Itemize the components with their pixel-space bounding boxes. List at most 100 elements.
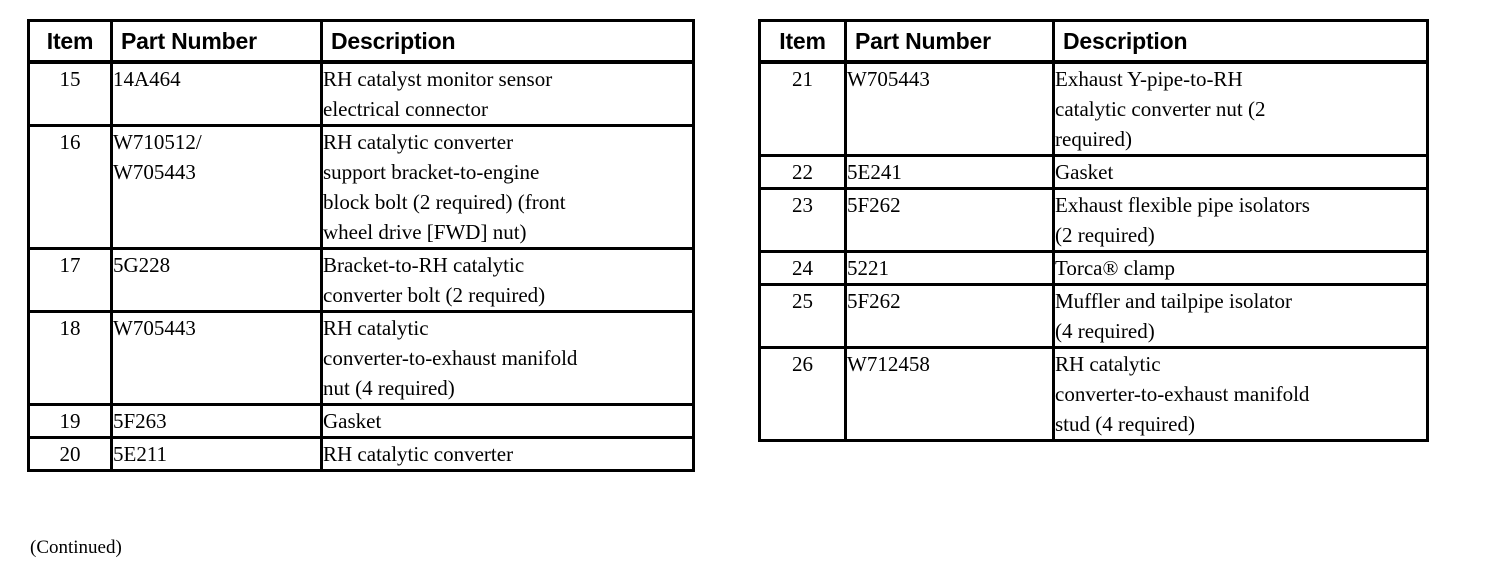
cell-part-number: 5G228 xyxy=(110,247,323,313)
description-line: Gasket xyxy=(1055,160,1114,184)
header-row: Item Part Number Description xyxy=(27,19,695,64)
part-number-line: W705443 xyxy=(113,316,196,340)
cell-item: 25 xyxy=(758,283,847,349)
cell-description: Torca® clamp xyxy=(1052,250,1429,286)
cell-part-number: 5F262 xyxy=(844,187,1055,253)
cell-item: 15 xyxy=(27,60,113,127)
cell-item: 17 xyxy=(27,247,113,313)
cell-part-number: 5E241 xyxy=(844,154,1055,190)
part-number-line: W705443 xyxy=(113,160,196,184)
cell-item: 22 xyxy=(758,154,847,190)
description-line: RH catalytic converter xyxy=(323,442,514,466)
cell-item: 26 xyxy=(758,346,847,442)
description-line: Exhaust flexible pipe isolators xyxy=(1055,193,1310,217)
cell-part-number: 5221 xyxy=(844,250,1055,286)
column-header-part-number: Part Number xyxy=(844,19,1055,64)
description-line: Muffler and tailpipe isolator xyxy=(1055,289,1292,313)
cell-description: RH catalytic converter-to-exhaust manifol… xyxy=(1052,346,1429,442)
description-line: wheel drive [FWD] nut) xyxy=(323,220,527,244)
description-line: required) xyxy=(1055,127,1132,151)
table-right-header: Item Part Number Description xyxy=(758,19,1429,64)
description-line: Gasket xyxy=(323,409,382,433)
column-header-item: Item xyxy=(27,19,113,64)
part-number-line: 5E241 xyxy=(847,160,902,184)
cell-part-number: 5E211 xyxy=(110,436,323,472)
cell-description: Gasket xyxy=(320,403,695,439)
cell-item: 24 xyxy=(758,250,847,286)
description-line: block bolt (2 required) (front xyxy=(323,190,566,214)
part-number-line: 5F263 xyxy=(113,409,167,433)
description-line: stud (4 required) xyxy=(1055,412,1195,436)
part-number-line: 5G228 xyxy=(113,253,171,277)
cell-item: 23 xyxy=(758,187,847,253)
description-line: RH catalyst monitor sensor xyxy=(323,67,553,91)
description-line: nut (4 required) xyxy=(323,376,455,400)
column-header-description: Description xyxy=(1052,19,1429,64)
cell-description: RH catalyst monitor sensor electrical con… xyxy=(320,60,695,127)
cell-part-number: W712458 xyxy=(844,346,1055,442)
header-row: Item Part Number Description xyxy=(758,19,1429,64)
cell-description: Exhaust flexible pipe isolators (2 requir… xyxy=(1052,187,1429,253)
cell-item: 18 xyxy=(27,310,113,406)
cell-description: Exhaust Y-pipe-to-RH catalytic converter … xyxy=(1052,60,1429,157)
description-line: Torca® clamp xyxy=(1055,256,1176,280)
table-left-header: Item Part Number Description xyxy=(27,19,695,64)
cell-part-number: 14A464 xyxy=(110,60,323,127)
description-line: (2 required) xyxy=(1055,223,1155,247)
column-header-description: Description xyxy=(320,19,695,64)
part-number-line: 5221 xyxy=(847,256,889,280)
part-number-line: W710512/ xyxy=(113,130,202,154)
part-number-line: 5F262 xyxy=(847,289,901,313)
description-line: support bracket-to-engine xyxy=(323,160,540,184)
cell-item: 19 xyxy=(27,403,113,439)
description-line: RH catalytic xyxy=(1055,352,1161,376)
cell-description: Gasket xyxy=(1052,154,1429,190)
part-number-line: 5E211 xyxy=(113,442,168,466)
cell-part-number: W710512/W705443 xyxy=(110,124,323,250)
cell-part-number: 5F263 xyxy=(110,403,323,439)
description-line: Bracket-to-RH catalytic xyxy=(323,253,525,277)
description-line: converter-to-exhaust manifold xyxy=(323,346,578,370)
description-line: converter bolt (2 required) xyxy=(323,283,546,307)
part-number-line: 5F262 xyxy=(847,193,901,217)
cell-description: Bracket-to-RH catalytic converter bolt (2… xyxy=(320,247,695,313)
cell-description: RH catalytic converter xyxy=(320,436,695,472)
description-line: catalytic converter nut (2 xyxy=(1055,97,1266,121)
description-line: (4 required) xyxy=(1055,319,1155,343)
column-header-part-number: Part Number xyxy=(110,19,323,64)
column-header-item: Item xyxy=(758,19,847,64)
description-line: electrical connector xyxy=(323,97,488,121)
cell-description: RH catalytic converter support bracket-to… xyxy=(320,124,695,250)
part-number-line: W705443 xyxy=(847,67,930,91)
cell-item: 21 xyxy=(758,60,847,157)
cell-part-number: W705443 xyxy=(844,60,1055,157)
cell-description: Muffler and tailpipe isolator (4 required… xyxy=(1052,283,1429,349)
description-line: RH catalytic converter xyxy=(323,130,514,154)
description-line: converter-to-exhaust manifold xyxy=(1055,382,1310,406)
description-line: Exhaust Y-pipe-to-RH xyxy=(1055,67,1243,91)
description-line: RH catalytic xyxy=(323,316,429,340)
part-number-line: W712458 xyxy=(847,352,930,376)
continued-note: (Continued) xyxy=(30,537,122,558)
cell-part-number: 5F262 xyxy=(844,283,1055,349)
cell-item: 20 xyxy=(27,436,113,472)
cell-item: 16 xyxy=(27,124,113,250)
cell-part-number: W705443 xyxy=(110,310,323,406)
